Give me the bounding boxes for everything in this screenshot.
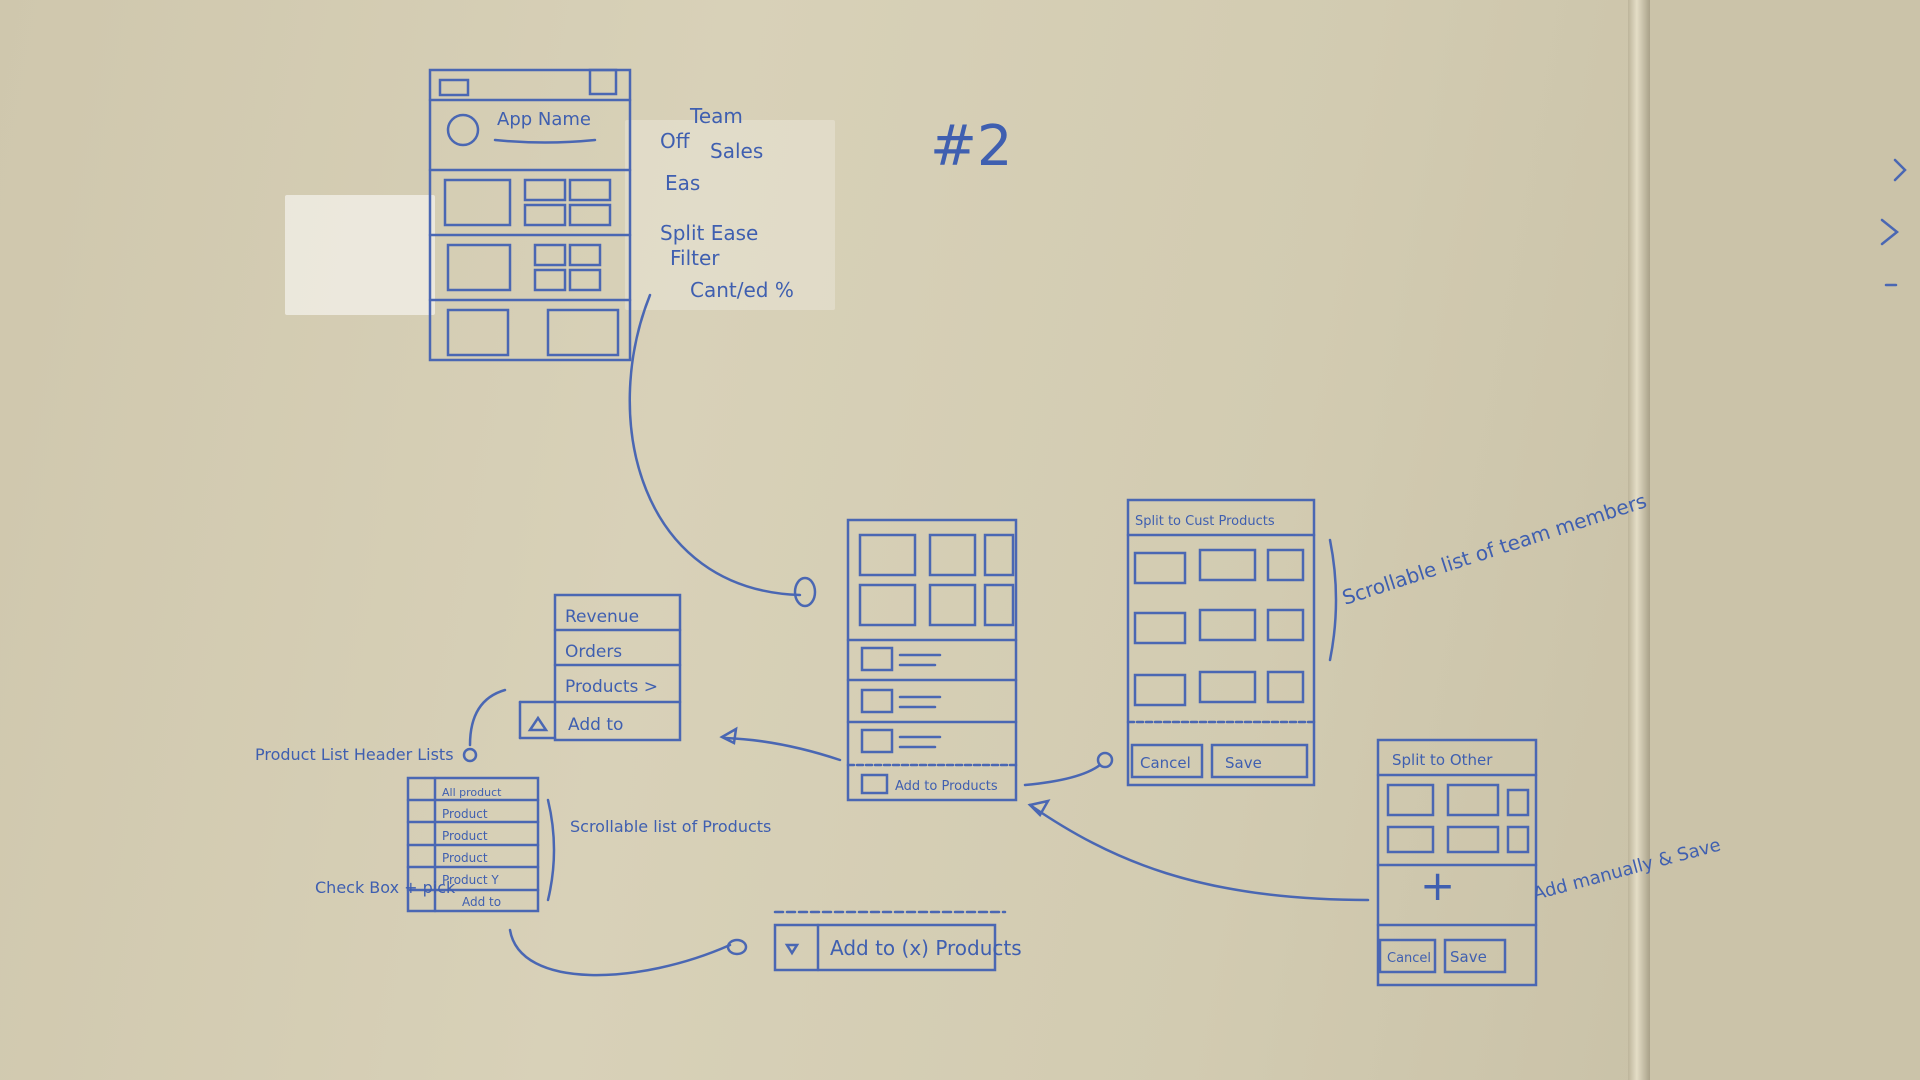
svg-text:Sales: Sales (710, 139, 763, 163)
board-title: #2 (930, 114, 1013, 179)
svg-text:+: + (1420, 861, 1455, 910)
arrow-tip-3 (1027, 799, 1051, 818)
svg-text:Save: Save (1225, 754, 1262, 772)
svg-text:Split Ease: Split Ease (660, 221, 758, 245)
flow-arrow-3 (1028, 803, 1370, 902)
arrow-tip-6 (726, 938, 748, 956)
light-glare (285, 195, 435, 315)
flow-arrow-1 (628, 293, 802, 597)
light-glare-2 (625, 120, 835, 310)
arrow-tip-2 (1096, 751, 1114, 769)
arrow-tip-4 (719, 726, 738, 745)
svg-text:Filter: Filter (670, 246, 720, 270)
svg-text:Orders: Orders (565, 642, 622, 662)
scroll-products-note: Scrollable list of Products (570, 817, 771, 836)
flow-arrow-6 (508, 928, 732, 977)
svg-text:Cant/ed %: Cant/ed % (690, 278, 794, 302)
sketch-product-screen: Add to Products (846, 518, 1018, 802)
arrow-tip-1 (793, 576, 817, 608)
scroll-list-note: Scrollable list of team members (1339, 489, 1649, 610)
sketch-home-screen: App Name (428, 68, 632, 362)
arrow-tip-5 (462, 747, 478, 763)
svg-text:Add to Products: Add to Products (895, 779, 998, 794)
svg-text:All product: All product (442, 786, 502, 799)
svg-text:Save: Save (1450, 948, 1487, 966)
adjacent-wall (1650, 0, 1920, 1080)
product-list-header-note: Product List Header Lists (255, 745, 454, 764)
sketch-add-bar: Add to (x) Products (773, 910, 1022, 972)
svg-text:Team: Team (689, 104, 743, 128)
svg-text:Add to (x) Products: Add to (x) Products (830, 936, 1022, 960)
flow-arrow-5 (468, 688, 507, 747)
svg-text:Revenue: Revenue (565, 607, 639, 627)
flow-arrow-4 (723, 736, 842, 762)
flow-arrow-2 (1023, 763, 1102, 787)
svg-text:Add to: Add to (568, 715, 623, 735)
board-frame-edge (1628, 0, 1650, 1080)
svg-text:Eas: Eas (665, 171, 700, 195)
svg-text:Product: Product (442, 851, 488, 865)
add-save-note: Add manually & Save (1531, 835, 1723, 905)
svg-text:Product: Product (442, 829, 488, 843)
svg-text:Cancel: Cancel (1140, 754, 1191, 772)
svg-text:Cancel: Cancel (1387, 951, 1431, 966)
check-box-note: Check Box + pick (315, 878, 456, 897)
sketch-product-list: All product Product Product Product Prod… (406, 776, 556, 913)
svg-text:Split to Cust Products: Split to Cust Products (1135, 514, 1275, 529)
sketch-menu: Revenue Orders Products > Add to (518, 593, 682, 742)
svg-text:Products >: Products > (565, 677, 658, 697)
svg-text:Product: Product (442, 807, 488, 821)
app-name-label: App Name (497, 109, 591, 130)
top-annotations: Team Off Sales Eas Split Ease Filter Can… (660, 104, 794, 302)
svg-text:Split to Other: Split to Other (1392, 751, 1493, 769)
sketch-split-other-screen: Split to Other + Cancel Save (1376, 738, 1538, 987)
svg-text:Add to: Add to (462, 895, 501, 909)
sketch-split-screen: Split to Cust Products Cancel Save (1126, 498, 1338, 787)
svg-text:Off: Off (660, 129, 691, 153)
svg-text:Product Y: Product Y (442, 873, 499, 887)
right-edge-marks (1880, 158, 1907, 287)
